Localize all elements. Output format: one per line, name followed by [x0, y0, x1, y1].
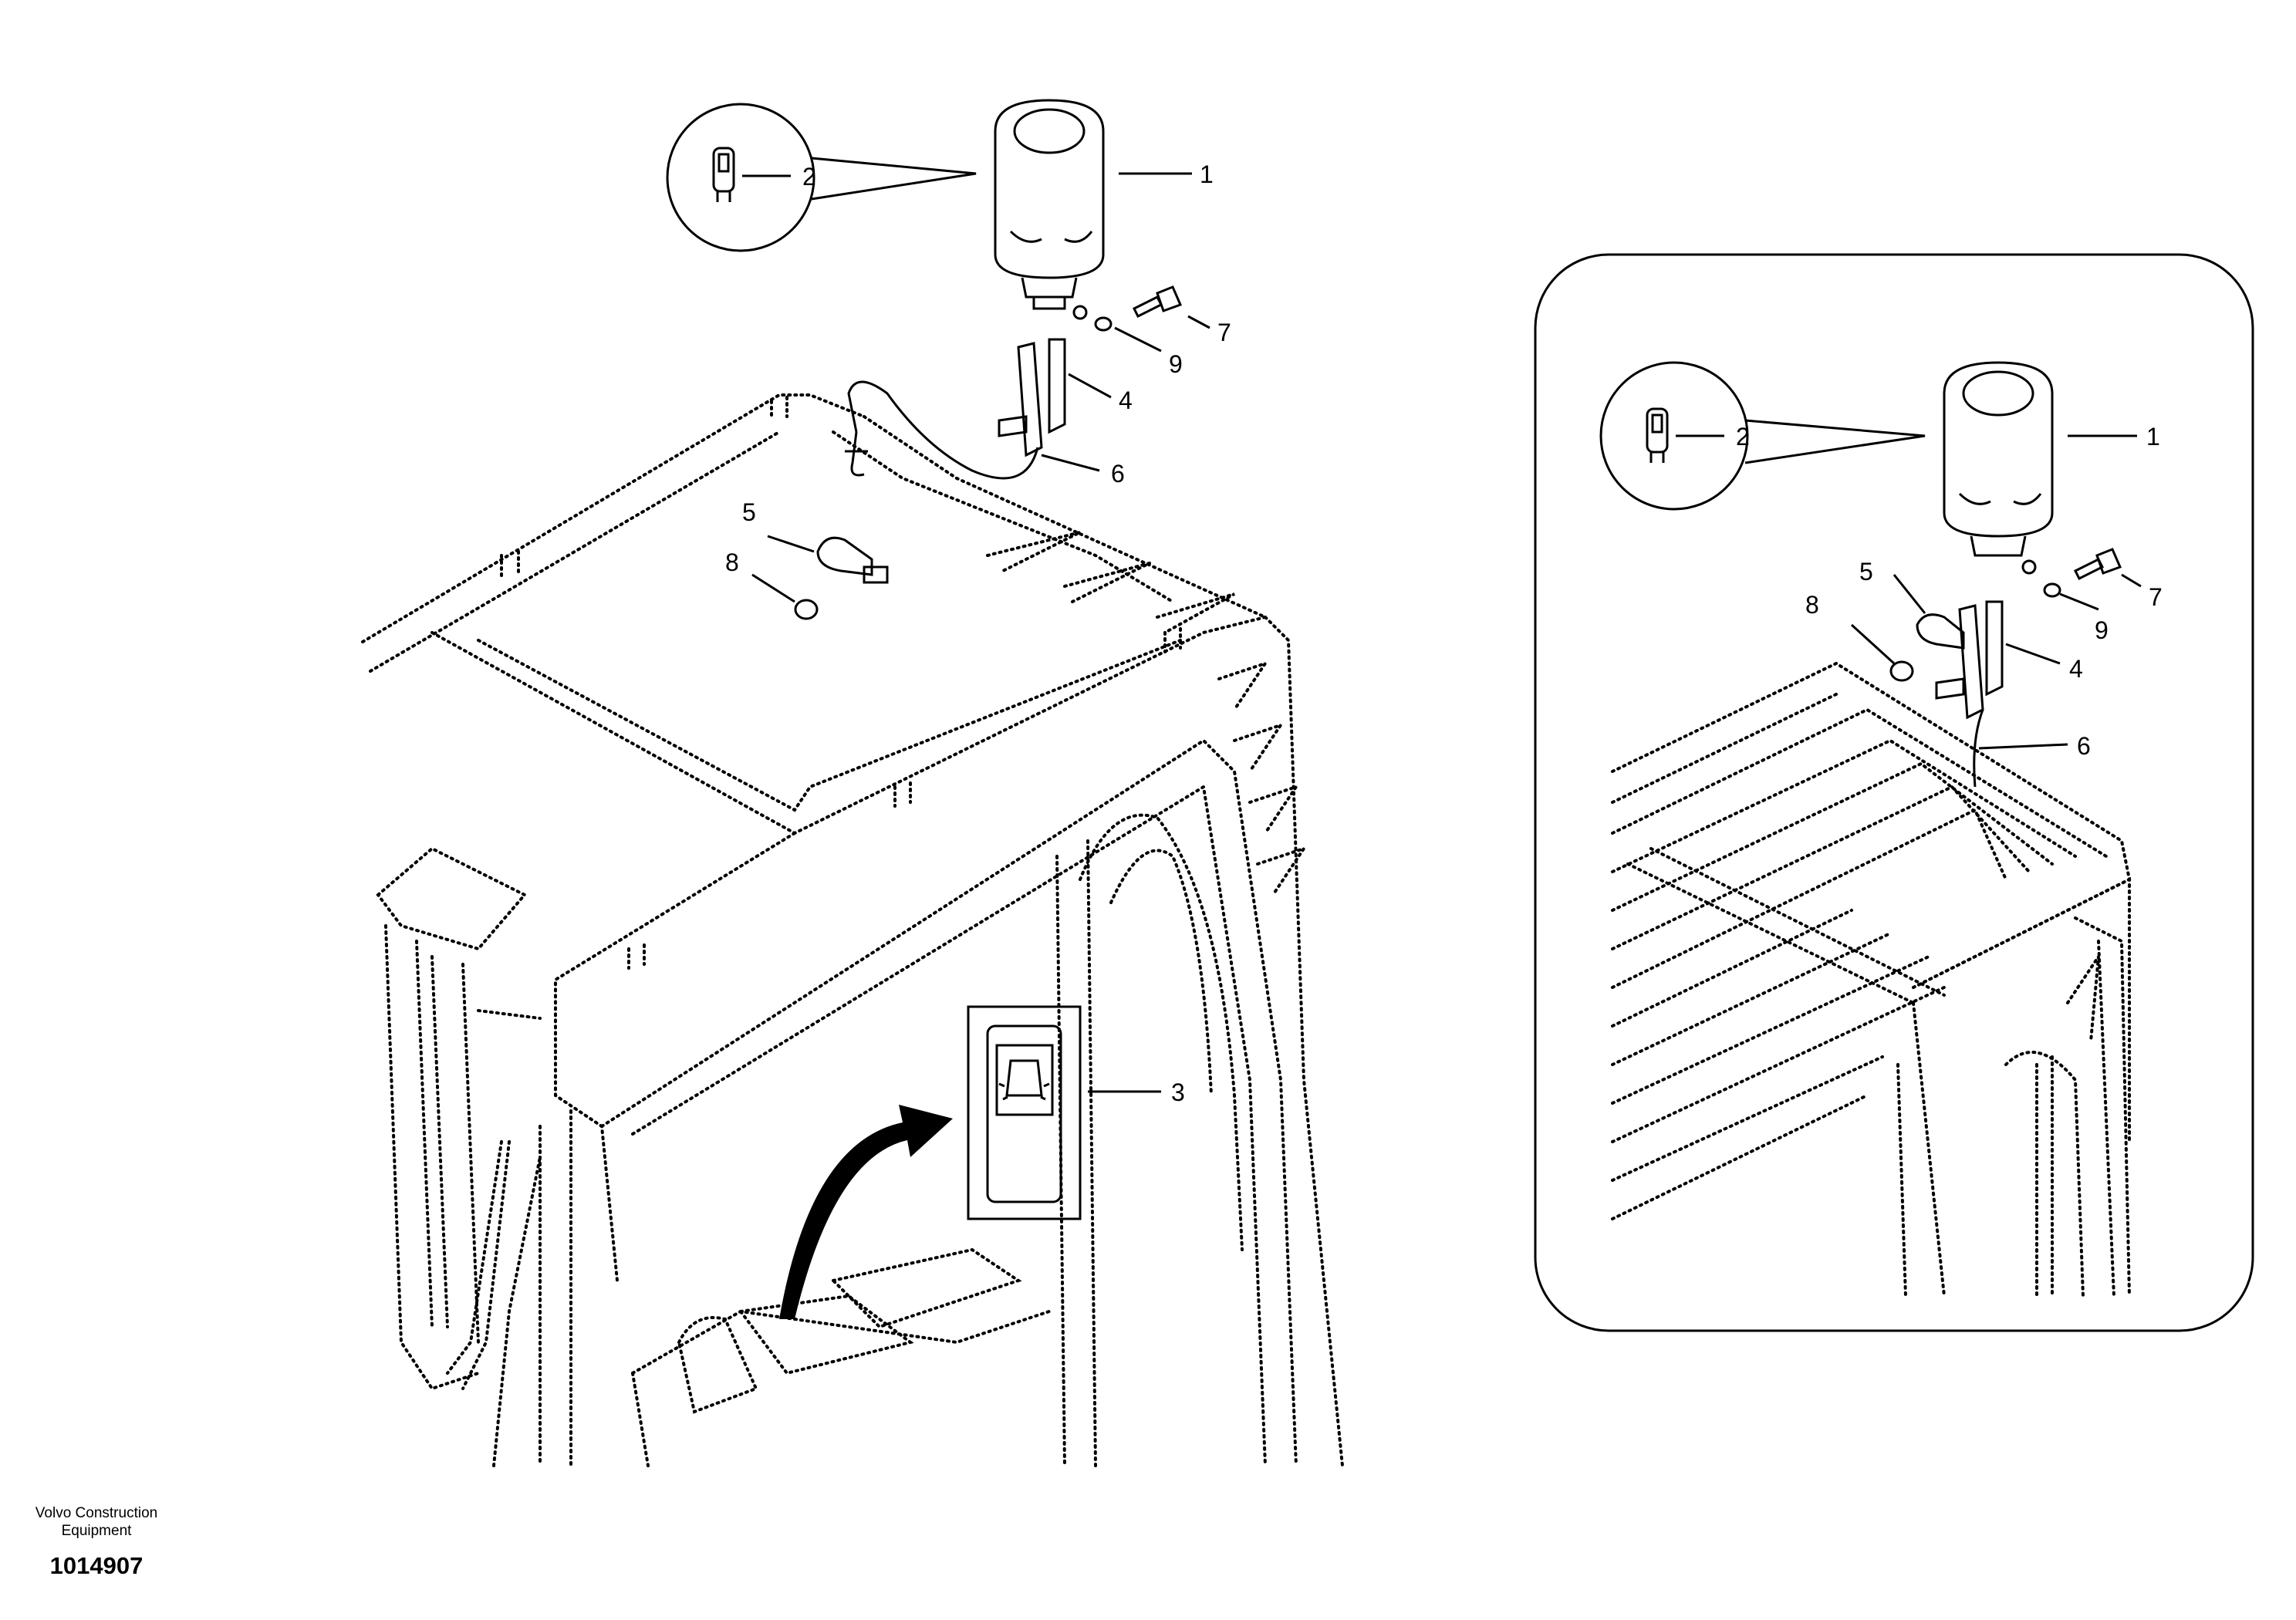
callout-3: 3 [1171, 1078, 1185, 1106]
mounting-bracket [998, 338, 1066, 457]
detail-beacon-lamp [1943, 361, 2054, 575]
cab-outline [361, 393, 1344, 1467]
detail-leader-lines [1676, 434, 2142, 750]
callout-2: 2 [802, 163, 816, 191]
callout-4: 4 [1119, 386, 1133, 414]
figure-number: 1014907 [50, 1552, 144, 1579]
arrow-to-switch [779, 1105, 953, 1319]
roof-grid [1611, 661, 2132, 1298]
bolt-and-washer [1094, 285, 1183, 332]
clamp-and-nut [794, 536, 889, 620]
callout-9: 9 [1169, 350, 1183, 378]
beacon-switch-icon [967, 1005, 1082, 1220]
callout-6: 6 [1111, 460, 1125, 488]
callout-5: 5 [742, 498, 756, 526]
cable-harness [845, 380, 1039, 480]
bulb-icon [712, 147, 735, 202]
detail-callout-5: 5 [1859, 558, 1873, 586]
detail-callout-4: 4 [2069, 655, 2083, 683]
brand-line-2: Equipment [62, 1523, 133, 1539]
detail-callout-6: 6 [2077, 732, 2091, 760]
beacon-lamp [994, 99, 1105, 320]
detail-frame [1534, 253, 2254, 1332]
footer: Volvo Construction Equipment 1014907 [35, 1505, 157, 1579]
detail-bolt-washer [2043, 548, 2122, 598]
callout-1: 1 [1200, 160, 1214, 188]
detail-cable [1973, 709, 1984, 788]
detail-callout-9: 9 [2095, 616, 2109, 644]
detail-callout-8: 8 [1805, 591, 1819, 619]
leader-lines [742, 172, 1210, 1093]
detail-bulb-icon [1646, 407, 1669, 463]
detail-callout-2: 2 [1736, 423, 1750, 451]
detail-bracket [1889, 600, 2004, 720]
detail-callout-7: 7 [2149, 583, 2163, 611]
main-view: 1 2 3 4 5 6 7 8 9 [361, 99, 1344, 1467]
detail-callout-1: 1 [2146, 423, 2160, 451]
callout-7: 7 [1217, 319, 1231, 346]
detail-bulb-circle [1599, 361, 1926, 511]
callout-8: 8 [725, 548, 739, 576]
detail-view: 1 2 4 5 6 7 8 9 [1534, 253, 2254, 1332]
detail-callouts: 1 2 4 5 6 7 8 9 [1736, 423, 2163, 760]
brand-line-1: Volvo Construction [35, 1505, 157, 1521]
main-callouts: 1 2 3 4 5 6 7 8 9 [725, 160, 1231, 1106]
bulb-detail-circle [666, 103, 977, 252]
